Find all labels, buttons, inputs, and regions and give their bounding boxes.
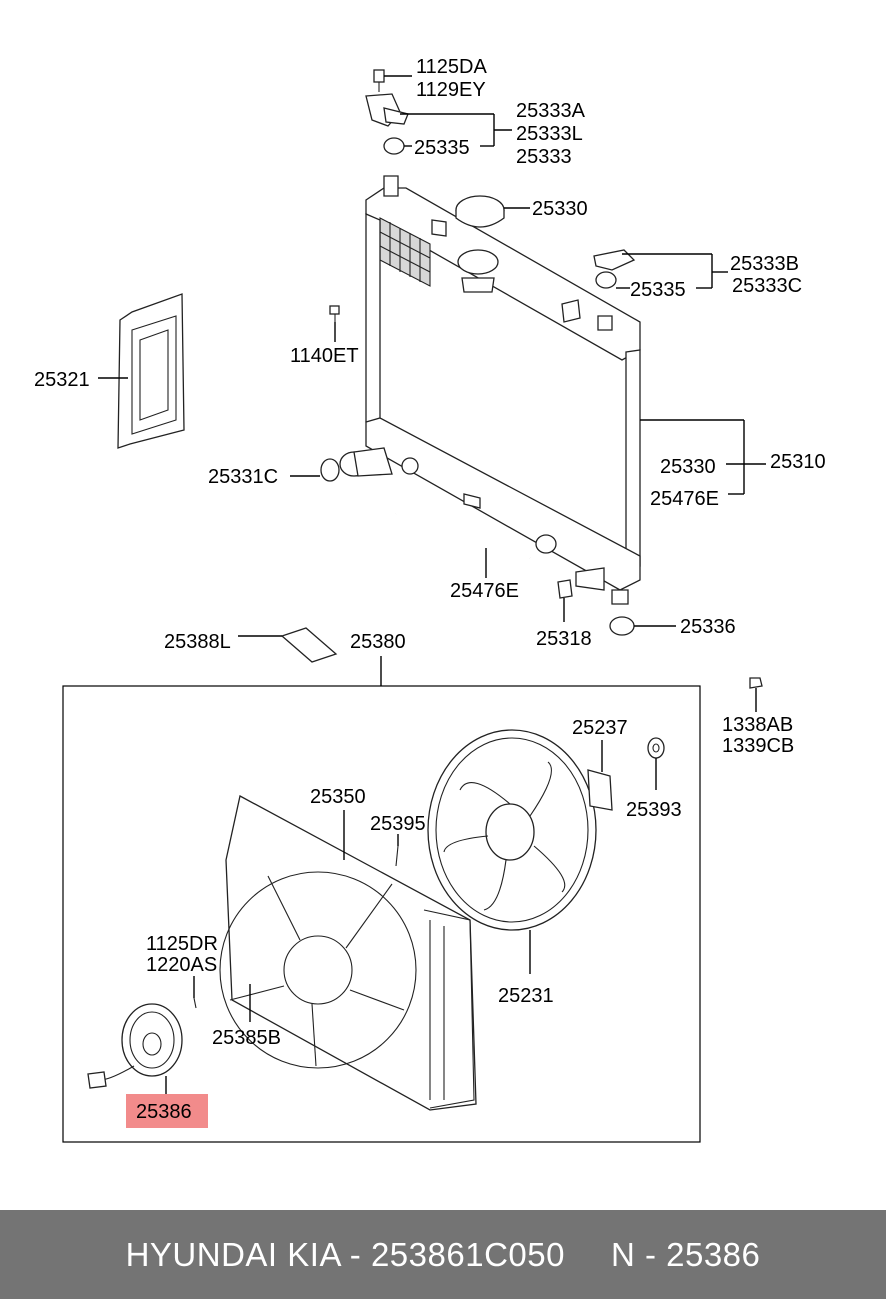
right-bracket-assembly [593,249,728,289]
label-25388L: 25388L [164,631,231,653]
air-guard-25321 [98,293,185,449]
label-25335-right: 25335 [630,279,686,301]
label-25333B: 25333B [730,253,799,275]
label-25476E-hose: 25476E [450,580,519,602]
label-25330-cap: 25330 [532,198,588,220]
label-25318: 25318 [536,628,592,650]
top-bracket-assembly [365,69,512,155]
radiator-leaders [640,419,766,495]
label-25350: 25350 [310,786,366,808]
label-25333A: 25333A [516,100,586,122]
label-25380: 25380 [350,631,406,653]
label-25395: 25395 [370,813,426,835]
footer-bar: HYUNDAI KIA - 253861C050 N - 25386 [0,1210,886,1299]
footer-part-number: HYUNDAI KIA - 253861C050 [125,1235,565,1273]
label-25386: 25386 [136,1101,192,1123]
label-25393: 25393 [626,799,682,821]
label-25476E-rad: 25476E [650,488,719,510]
label-25310: 25310 [770,451,826,473]
bolt-1140ET [329,305,340,342]
label-sticker [238,627,338,663]
fan-motor [87,1003,183,1096]
radiator-fins [379,217,431,287]
label-25335-top: 25335 [414,137,470,159]
parts-diagram: 1125DA 1129EY 25333A 25333L 25333 25335 … [34,56,826,1143]
label-25321: 25321 [34,369,90,391]
label-25333L: 25333L [516,123,583,145]
gasket-25237 [587,740,613,811]
part-labels: 1125DA 1129EY 25333A 25333L 25333 25335 … [34,56,826,1123]
highlight-25386 [126,1094,208,1128]
nut-1338AB [749,677,763,712]
label-1338AB: 1338AB [722,714,793,736]
label-25333C: 25333C [732,275,802,297]
label-25330-rad: 25330 [660,456,716,478]
label-25231: 25231 [498,985,554,1007]
drain-plug [557,579,676,636]
radiator-cap [455,195,530,228]
label-1129EY: 1129EY [416,79,486,101]
fan-shroud [219,795,477,1111]
fan-blade [427,729,597,974]
overflow-hose [395,508,531,578]
label-1140ET: 1140ET [290,345,359,367]
label-25331C: 25331C [208,466,278,488]
radiator [339,175,641,605]
footer-reference: N - 25386 [610,1235,761,1273]
washer-25393 [647,737,665,790]
label-1220AS: 1220AS [146,954,217,976]
label-1125DR: 1125DR [146,933,218,955]
screw-1125DR [193,976,197,1009]
hose-clamp [290,458,340,482]
label-1339CB: 1339CB [722,735,794,757]
label-25237: 25237 [572,717,628,739]
label-25333: 25333 [516,146,572,168]
screw-25395 [395,834,399,867]
label-25385B: 25385B [212,1027,281,1049]
label-25336: 25336 [680,616,736,638]
label-1125DA: 1125DA [416,56,487,78]
